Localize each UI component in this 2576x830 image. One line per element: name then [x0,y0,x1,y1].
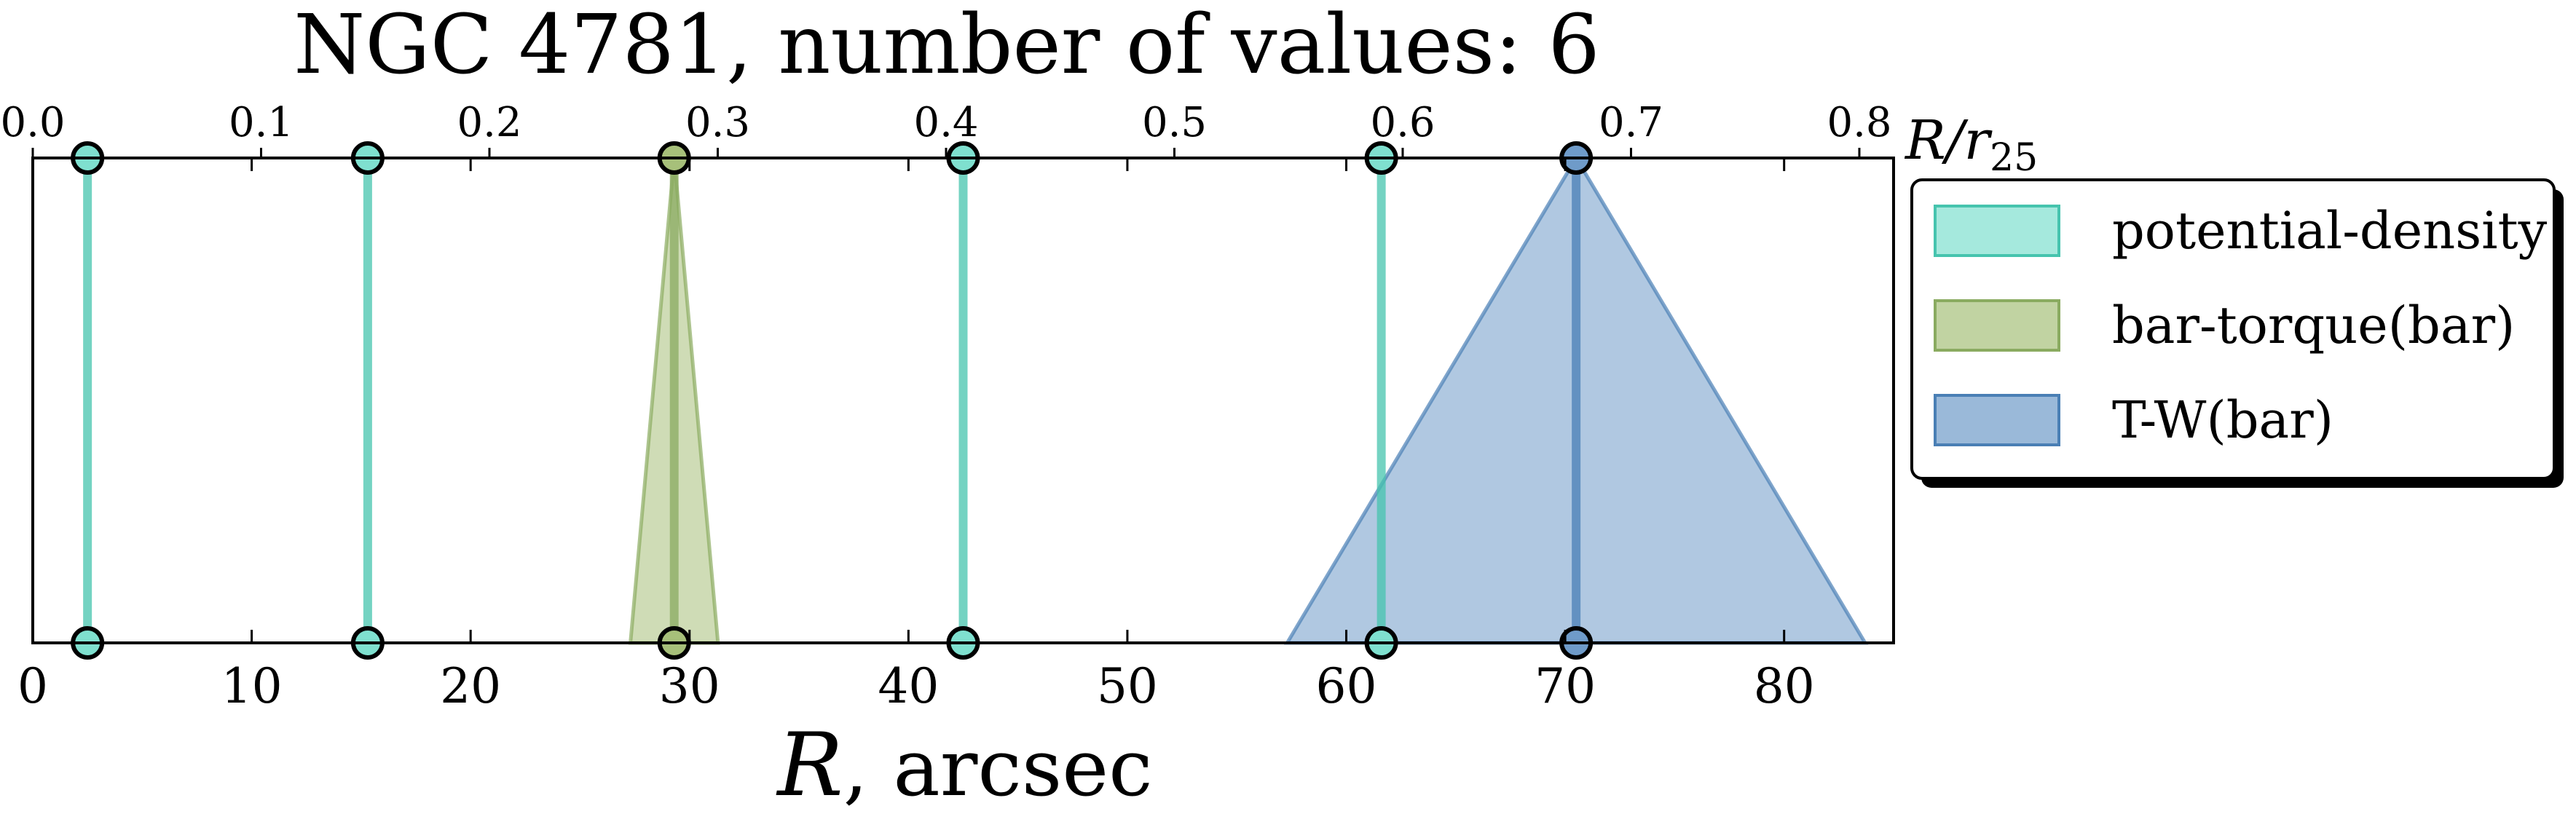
legend-swatch [1934,299,2060,352]
top-axis: 0.0 0.1 0.2 0.3 0.4 0.5 0.6 0.7 0.8 [0,99,1892,158]
top-tick-label: 0.0 [0,99,65,146]
top-axis-label: R/r25 [1904,109,2038,180]
x-axis-label: R, arcsec [776,715,1152,816]
x-tick-label: 20 [440,658,501,714]
x-axis-label-unit: , arcsec [843,723,1153,814]
legend-label: potential-density [2112,201,2548,261]
x-tick-label: 30 [659,658,720,714]
top-axis-label-main: R/r [1904,109,1993,172]
legend-box [1910,178,2556,480]
x-tick-label: 10 [221,658,283,714]
top-axis-label-subscript: 25 [1990,136,2038,180]
x-axis-label-symbol: R [776,715,843,816]
x-tick-label: 50 [1097,658,1158,714]
x-tick-label: 80 [1754,658,1815,714]
bottom-axis: 0 10 20 30 40 50 60 70 80 [17,158,1815,714]
top-tick-label: 0.3 [685,99,750,146]
plot-area [71,141,1869,660]
top-tick-label: 0.4 [913,99,978,146]
top-tick-label: 0.2 [457,99,521,146]
axes-frame [31,157,1895,644]
chart-title: NGC 4781, number of values: 6 [294,0,1599,92]
x-tick-label: 60 [1316,658,1377,714]
top-tick-label: 0.7 [1599,99,1663,146]
legend: potential-density bar-torque(bar) T-W(bar) [1910,178,2564,488]
legend-label: bar-torque(bar) [2112,296,2515,355]
legend-label: T-W(bar) [2112,390,2333,450]
top-tick-label: 0.6 [1370,99,1435,146]
top-tick-label: 0.5 [1142,99,1207,146]
x-tick-label: 40 [878,658,939,714]
top-tick-label: 0.8 [1827,99,1891,146]
top-tick-label: 0.1 [229,99,294,146]
x-tick-label: 0 [17,658,48,714]
legend-swatch [1934,394,2060,446]
legend-swatch [1934,205,2060,257]
x-tick-label: 70 [1535,658,1596,714]
